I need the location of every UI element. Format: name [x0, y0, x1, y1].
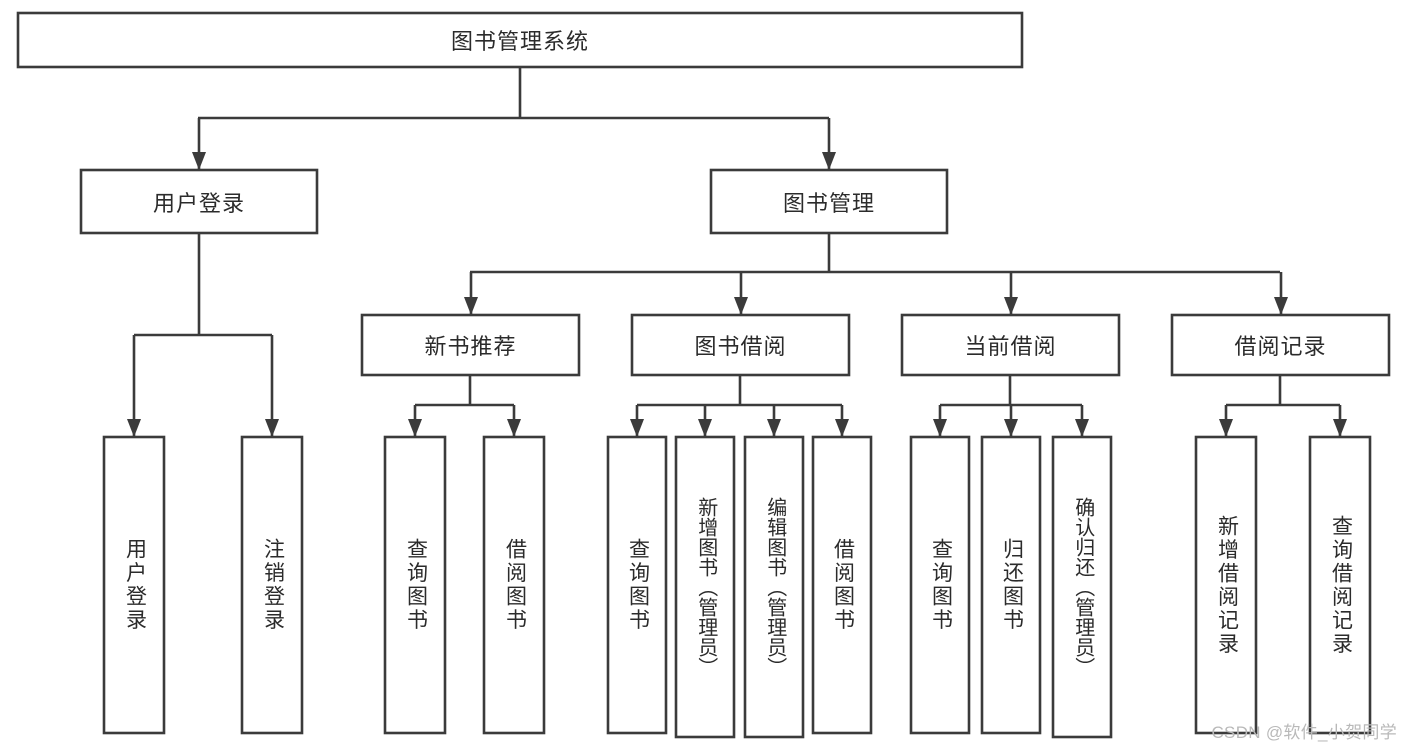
arrow-head-icon [192, 152, 206, 170]
arrow-head-icon [127, 419, 141, 437]
node-box-leaf-new-query[interactable] [383, 435, 447, 735]
node-box-record[interactable] [1170, 313, 1391, 377]
node-box-current[interactable] [900, 313, 1121, 377]
node-box-leaf-borrow-edit[interactable] [743, 435, 805, 739]
arrow-head-icon [1004, 297, 1018, 315]
node-box-bookmgmt[interactable] [709, 168, 949, 235]
arrow-head-icon [767, 419, 781, 437]
arrow-head-icon [698, 419, 712, 437]
node-box-leaf-borrow-lend[interactable] [811, 435, 873, 735]
node-boxes-layer [16, 11, 1391, 739]
csdn-watermark: CSDN @软件_小贺同学 [1211, 723, 1397, 742]
arrow-head-icon [1274, 297, 1288, 315]
node-box-leaf-user-login[interactable] [102, 435, 166, 735]
arrow-head-icon [933, 419, 947, 437]
arrow-head-icon [507, 419, 521, 437]
node-box-leaf-record-query[interactable] [1308, 435, 1372, 735]
node-box-leaf-current-confirm[interactable] [1051, 435, 1113, 739]
node-box-leaf-user-logout[interactable] [240, 435, 304, 735]
arrow-head-icon [464, 297, 478, 315]
node-box-leaf-record-add[interactable] [1194, 435, 1258, 735]
node-box-leaf-borrow-add[interactable] [674, 435, 736, 739]
arrow-head-icon [1219, 419, 1233, 437]
node-box-root[interactable] [16, 11, 1024, 69]
arrow-head-icon [408, 419, 422, 437]
arrow-head-icon [1004, 419, 1018, 437]
arrow-head-icon [835, 419, 849, 437]
arrow-head-icon [1333, 419, 1347, 437]
node-box-leaf-new-borrow[interactable] [482, 435, 546, 735]
node-box-leaf-current-query[interactable] [909, 435, 971, 735]
arrow-head-icon [734, 297, 748, 315]
node-box-login[interactable] [79, 168, 319, 235]
node-box-borrow[interactable] [630, 313, 851, 377]
arrow-head-icon [822, 152, 836, 170]
arrow-head-icon [1075, 419, 1089, 437]
arrow-head-icon [630, 419, 644, 437]
node-box-leaf-borrow-query[interactable] [606, 435, 668, 735]
arrow-head-icon [265, 419, 279, 437]
node-box-newbook[interactable] [360, 313, 581, 377]
connectors-layer [127, 67, 1347, 437]
node-box-leaf-current-return[interactable] [980, 435, 1042, 735]
